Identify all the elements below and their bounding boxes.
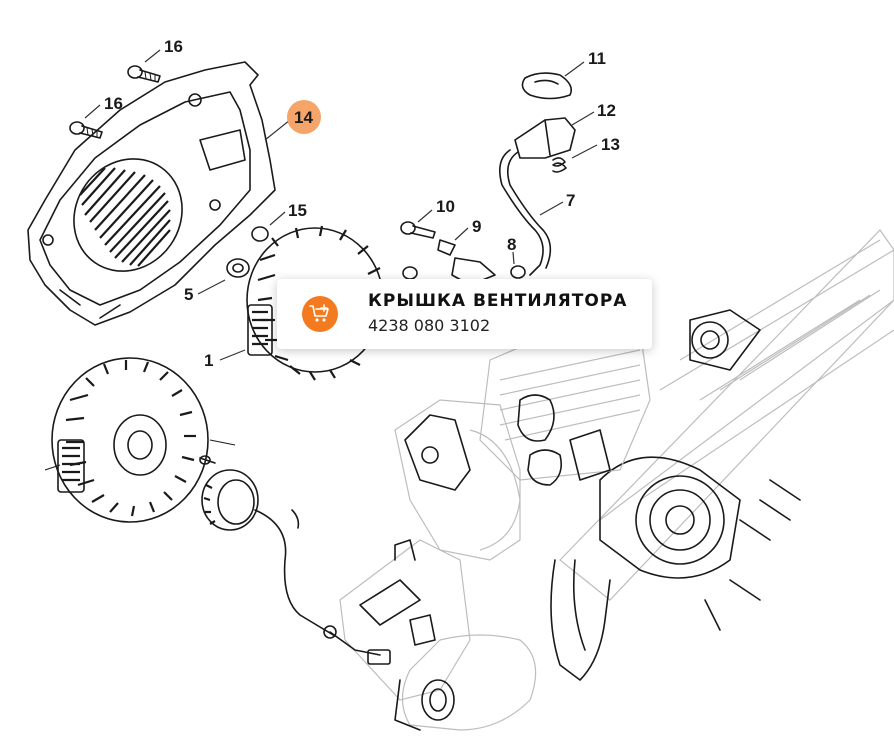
flywheel-lower xyxy=(44,357,236,523)
nut-part-8 xyxy=(402,265,526,280)
part-tooltip: КРЫШКА ВЕНТИЛЯТОРА 4238 080 3102 xyxy=(277,279,652,349)
callout-14[interactable]: 14 xyxy=(294,108,313,127)
base-bracket xyxy=(339,539,537,731)
tooltip-text: КРЫШКА ВЕНТИЛЯТОРА 4238 080 3102 xyxy=(368,290,627,338)
callout-16-lower: 16 xyxy=(104,94,123,113)
callout-10: 10 xyxy=(436,197,455,216)
callout-13: 13 xyxy=(601,135,620,154)
fan-cover-part-14 xyxy=(27,61,276,326)
leader-lines xyxy=(84,49,598,361)
screw-part-10 xyxy=(400,221,436,239)
add-to-cart-icon xyxy=(309,304,329,322)
add-to-cart-button[interactable] xyxy=(302,296,338,332)
callout-9: 9 xyxy=(472,217,481,236)
machine-frame-outline xyxy=(394,229,894,681)
ignition-ring xyxy=(199,455,259,531)
callout-1: 1 xyxy=(204,351,213,370)
ignition-cable xyxy=(254,509,391,665)
screw-part-16-lower xyxy=(69,121,103,139)
callout-15: 15 xyxy=(288,201,307,220)
cap-part-11 xyxy=(521,72,573,100)
callout-11: 11 xyxy=(588,49,606,68)
spring-part-13 xyxy=(552,157,567,173)
callout-12: 12 xyxy=(597,101,616,120)
callout-7: 7 xyxy=(566,191,575,210)
highlight-badge-14[interactable] xyxy=(287,100,321,134)
part-title: КРЫШКА ВЕНТИЛЯТОРА xyxy=(368,291,628,311)
screw-part-16-upper xyxy=(127,65,161,83)
callout-5: 5 xyxy=(184,285,193,304)
spark-plug-boot-part-12 xyxy=(514,117,576,159)
callout-8: 8 xyxy=(507,235,516,254)
part-number: 4238 080 3102 xyxy=(368,316,491,335)
spark-plug-cable-part-7 xyxy=(499,149,552,276)
nut-part-5 xyxy=(226,258,250,278)
washer-part-15 xyxy=(251,226,269,242)
callout-16-upper: 16 xyxy=(164,37,183,56)
